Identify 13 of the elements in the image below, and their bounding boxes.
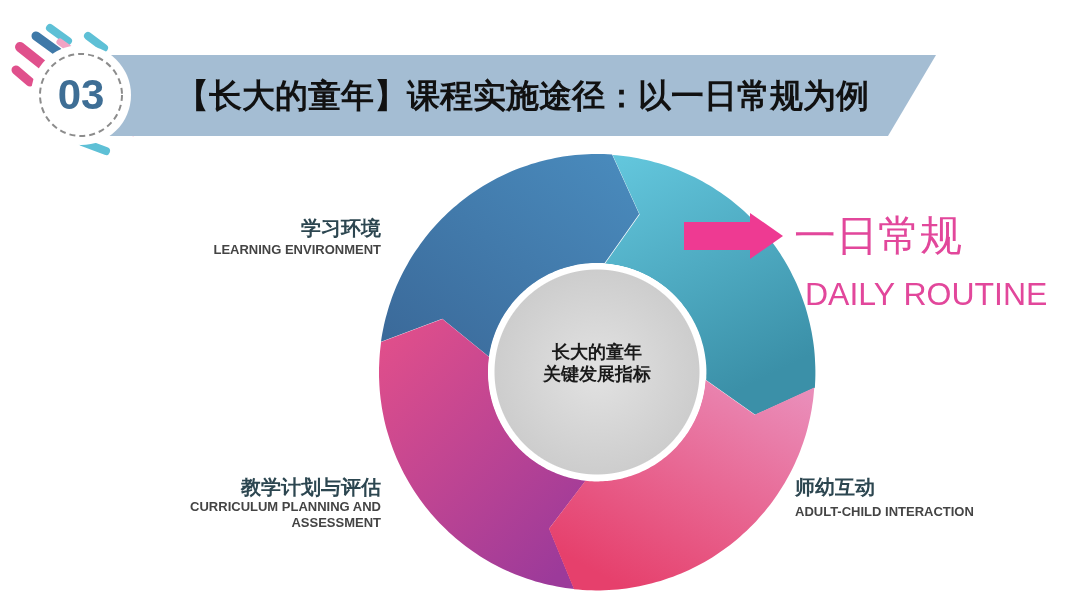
- segment-title: 师幼互动: [795, 475, 876, 499]
- number-badge: 03: [31, 45, 131, 145]
- highlight-title: 一日常规: [794, 211, 962, 261]
- circle-title: 长大的童年: [552, 341, 642, 363]
- segment-subtitle: CURRICULUM PLANNING AND ASSESSMENT: [189, 499, 381, 531]
- circle-subtitle: 关键发展指标: [543, 363, 651, 385]
- title-text: 【长大的童年】课程实施途径：以一日常规为例: [176, 76, 869, 116]
- segment-title: 学习环境: [300, 216, 381, 240]
- highlight-subtitle: DAILY ROUTINE: [805, 275, 1048, 313]
- segment-subtitle: ADULT-CHILD INTERACTION: [795, 504, 975, 520]
- block-arrow: [684, 213, 783, 259]
- segment-subtitle: LEARNING ENVIRONMENT: [212, 242, 381, 258]
- segment-title: 教学计划与评估: [240, 475, 381, 499]
